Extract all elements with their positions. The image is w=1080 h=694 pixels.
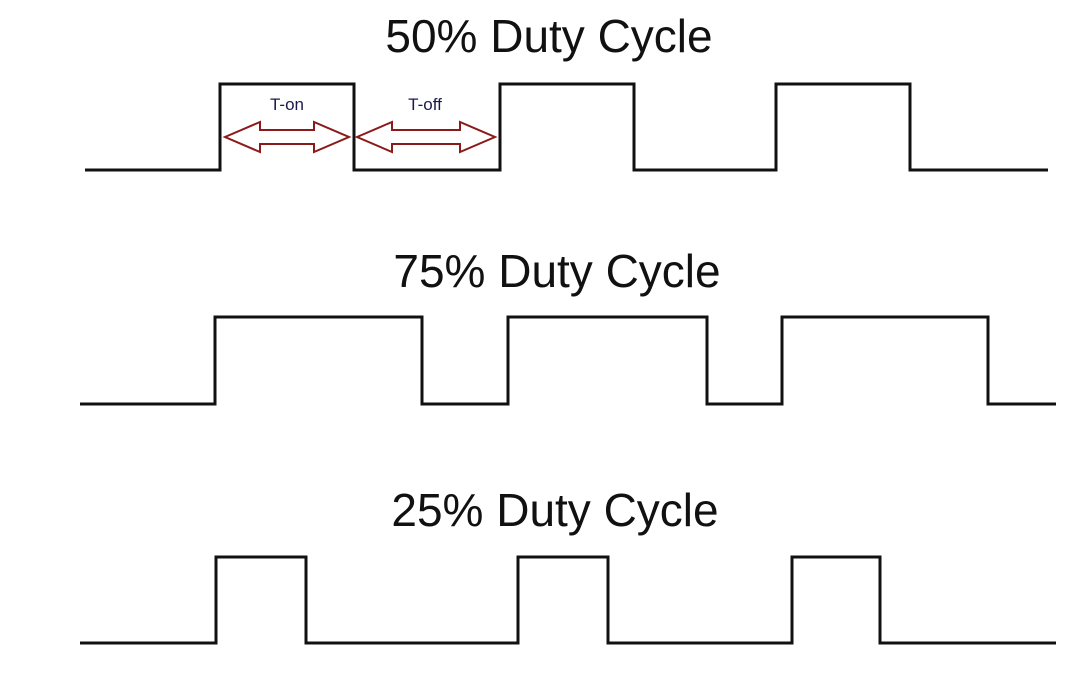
panel-75-percent: 75% Duty Cycle <box>80 245 1056 406</box>
t-off-arrow: T-off <box>354 95 498 154</box>
t-on-arrow: T-on <box>222 95 352 154</box>
panel-25-percent: 25% Duty Cycle <box>80 484 1056 645</box>
panel-50-percent: 50% Duty Cycle T-on T-off <box>85 10 1048 172</box>
waveform-25 <box>80 555 1056 645</box>
t-off-double-arrow-icon <box>354 120 498 154</box>
panel-title-50: 50% Duty Cycle <box>385 10 712 62</box>
t-on-label: T-on <box>270 95 304 114</box>
t-off-label: T-off <box>408 95 442 114</box>
waveform-50 <box>85 82 1048 172</box>
waveform-75 <box>80 315 1056 406</box>
panel-title-75: 75% Duty Cycle <box>393 245 720 297</box>
panel-title-25: 25% Duty Cycle <box>391 484 718 536</box>
t-on-double-arrow-icon <box>222 120 352 154</box>
